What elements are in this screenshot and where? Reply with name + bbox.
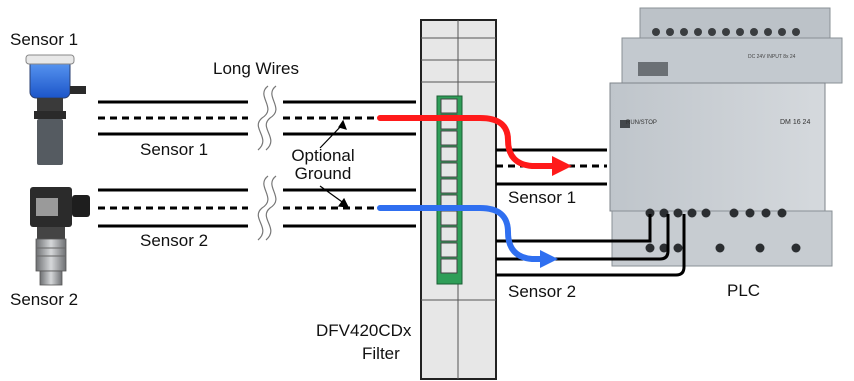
plc-run-stop-text: RUN/STOP	[626, 120, 657, 126]
long-wires-label: Long Wires	[213, 59, 299, 78]
plc-sensor-2-label: Sensor 2	[508, 282, 577, 301]
plc-supply-text: DC 24V INPUT 8x 24	[748, 54, 796, 60]
filter-label-line1: DFV420CDx	[316, 321, 412, 340]
filter-to-plc-wires	[496, 148, 686, 277]
plc-model-text: DM 16 24	[780, 119, 810, 126]
sensor-1-title: Sensor 1	[10, 30, 79, 49]
sensor-1-signal-arrowhead	[552, 156, 572, 176]
sensor-1-wire-label: Sensor 1	[140, 140, 209, 159]
sensor-1-wires-left	[98, 100, 248, 228]
plc-top-terminals	[652, 28, 800, 36]
optional-ground-label-line2: Ground	[294, 164, 352, 183]
sensor-2-title: Sensor 2	[10, 290, 79, 309]
sensor-wires-middle	[283, 100, 416, 228]
sensor-2-signal-arrowhead	[540, 250, 558, 268]
sensor-1-signal-path	[377, 115, 565, 169]
optional-ground-label-line1: Optional	[291, 146, 355, 165]
plc-sensor-1-label: Sensor 1	[508, 188, 577, 207]
wire-break-marks	[257, 85, 277, 241]
dfv420cdx-filter	[420, 19, 497, 380]
sensor-1-device	[25, 54, 86, 165]
plc-bottom-terminals	[645, 208, 801, 253]
plc-label: PLC	[727, 281, 761, 300]
filter-terminal-block	[436, 95, 463, 285]
sensor-2-signal-path	[377, 205, 551, 262]
sensor-2-device	[30, 187, 90, 286]
plc-device: RUN/STOP DM 16 24 DC 24V INPUT 8x 24	[609, 7, 843, 267]
filter-label-line2: Filter	[362, 344, 400, 363]
sensor-2-wire-label: Sensor 2	[140, 231, 209, 250]
optional-ground-pointers	[319, 119, 350, 208]
